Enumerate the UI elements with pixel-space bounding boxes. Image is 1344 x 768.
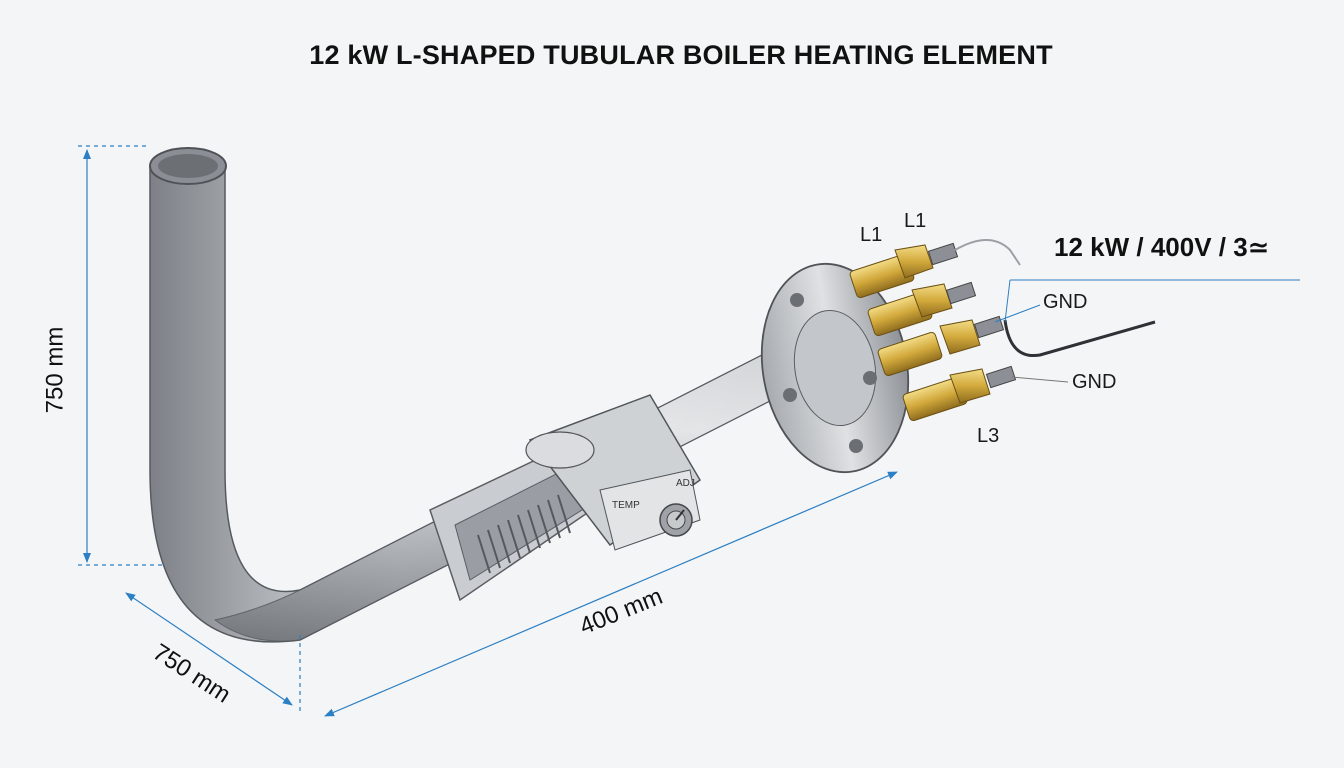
flange-bolt-hole bbox=[790, 293, 804, 307]
gnd-leader-bottom bbox=[1011, 376, 1069, 383]
terminal-label-l3: L3 bbox=[977, 425, 1000, 447]
vertical-dimension-label: 750 mm bbox=[41, 326, 69, 414]
gnd-leader-top bbox=[994, 304, 1041, 323]
tube-open-end-inner bbox=[158, 154, 218, 178]
terminal-pin bbox=[867, 281, 977, 337]
ground-wire bbox=[1003, 319, 1156, 358]
rating-leader-vertical bbox=[1004, 279, 1011, 323]
flange-bolt-hole bbox=[849, 439, 863, 453]
terminal-pin bbox=[849, 242, 959, 299]
l1-wire bbox=[954, 239, 1021, 266]
diagram-title: 12 kW L-SHAPED TUBULAR BOILER HEATING EL… bbox=[309, 40, 1053, 70]
terminal-pin bbox=[902, 365, 1017, 422]
terminal-label-l1-left: L1 bbox=[860, 224, 883, 246]
flange-bolt-hole bbox=[783, 388, 797, 402]
flange-bolt-hole bbox=[863, 371, 877, 385]
terminal-label-gnd-top: GND bbox=[1043, 291, 1088, 313]
horizontal-dimension-line bbox=[324, 471, 898, 717]
temp-label: TEMP bbox=[612, 500, 640, 511]
depth-dimension-line bbox=[125, 592, 293, 706]
terminal-label-l1-right: L1 bbox=[904, 210, 927, 232]
terminal-label-gnd-bottom: GND bbox=[1072, 371, 1117, 393]
adj-label: ADJ bbox=[676, 478, 695, 489]
dimension-lines bbox=[78, 145, 898, 717]
electrical-rating: 12 kW / 400V / 3≃ bbox=[1054, 232, 1270, 262]
